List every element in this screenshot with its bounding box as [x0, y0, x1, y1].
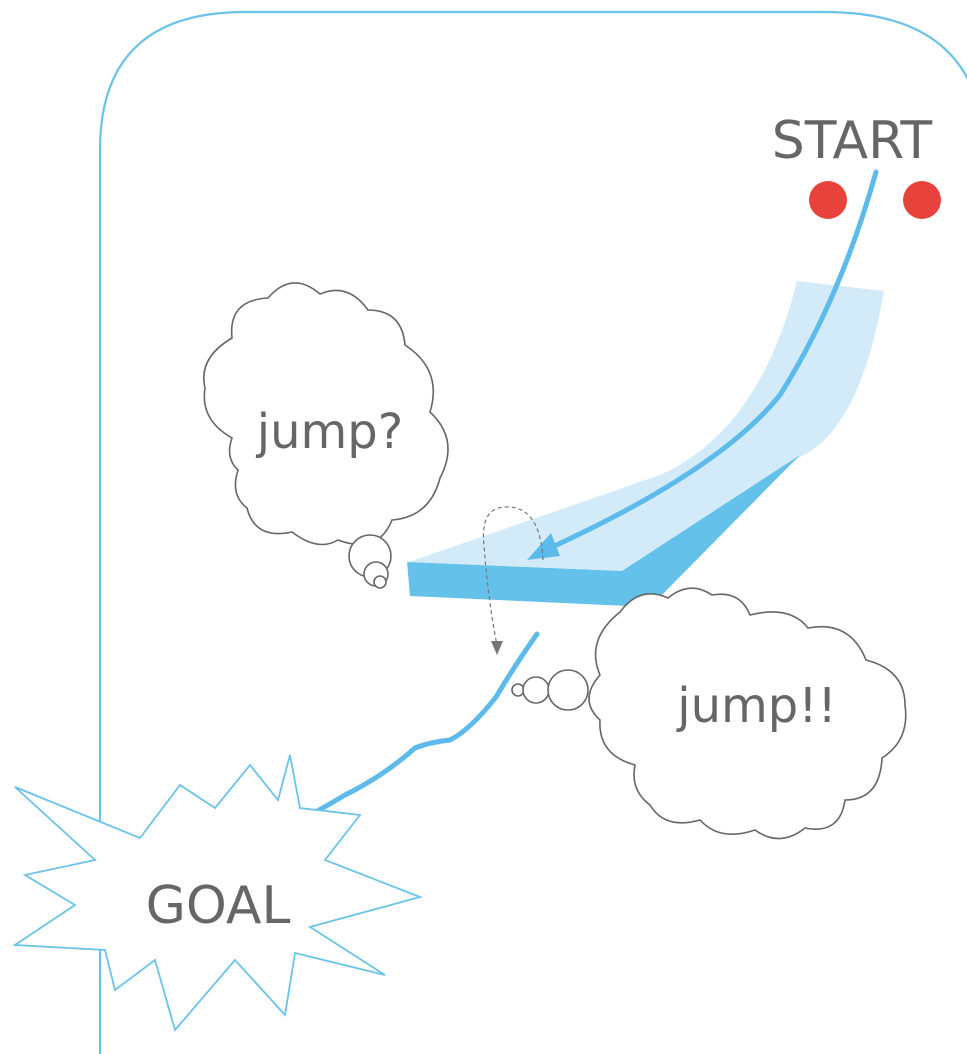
frame-border [98, 10, 967, 1054]
thought-cloud-exclaim [588, 587, 907, 840]
slide-path [547, 169, 879, 551]
thought-bubble-exclaim-medium [522, 676, 550, 704]
landing-path [287, 631, 540, 829]
thought-text-question: jump? [256, 404, 403, 460]
thought-text-exclaim: jump!! [676, 678, 836, 734]
jump-arc-dashed [482, 506, 544, 646]
ramp-edge [407, 455, 800, 607]
slide-arrowhead [527, 533, 560, 560]
goal-label: GOAL [146, 876, 291, 936]
start-label: START [772, 111, 933, 171]
thought-cloud-question [203, 282, 449, 546]
ramp-surface [409, 281, 884, 571]
thought-bubble-exclaim-large [547, 669, 589, 711]
thought-bubble-question-small [373, 575, 387, 589]
start-dot-left [809, 181, 847, 219]
start-dot-right [903, 181, 941, 219]
goal-starburst [12, 754, 423, 1032]
jump-arc-arrowhead [491, 641, 503, 655]
